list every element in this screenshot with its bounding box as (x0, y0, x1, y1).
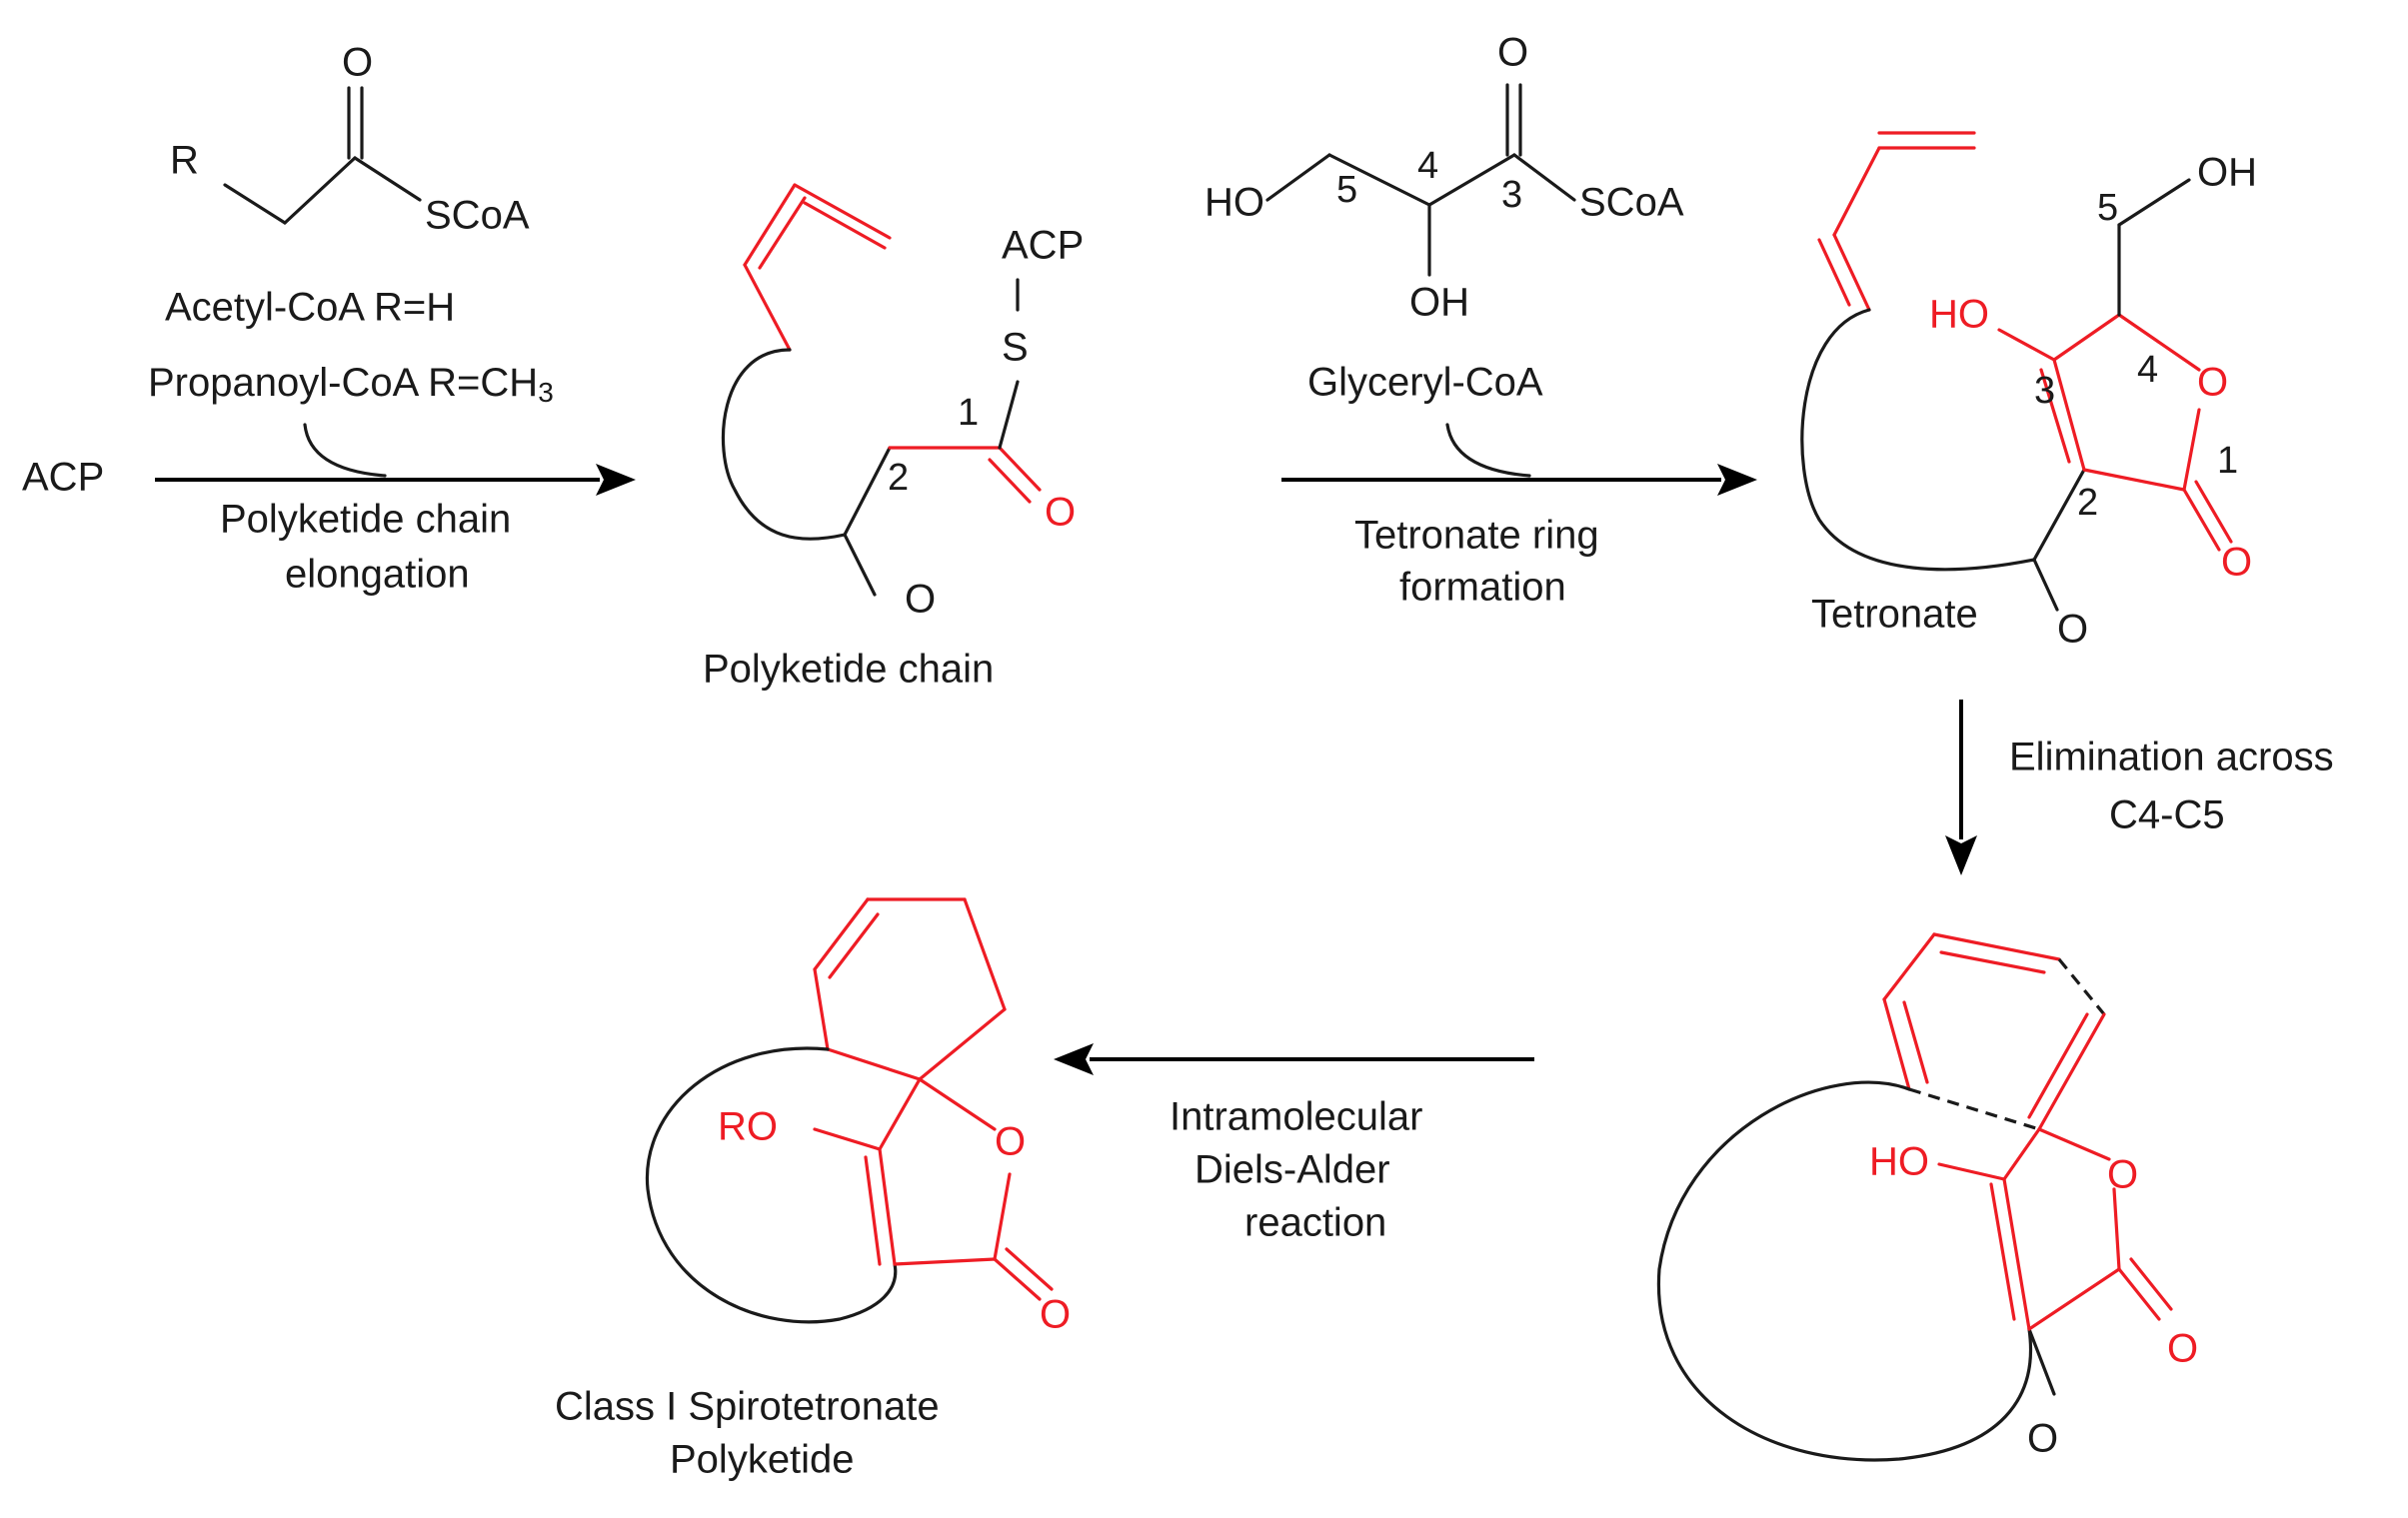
glyceryl-scoa-label: SCoA (1579, 181, 1684, 225)
precursor-ho-label: HO (1869, 1140, 1929, 1184)
polyketide-chain-caption: Polyketide chain (703, 648, 994, 692)
polyketide-ketone-o: O (905, 578, 936, 622)
starter-scoa-label: SCoA (425, 194, 530, 238)
polyketide-acp-label: ACP (1002, 224, 1084, 268)
tetronate-oh-label: OH (2197, 151, 2257, 195)
diels-alder-arrow: Intramolecular Diels-Alder reaction (1054, 1043, 1534, 1245)
tetronate-c2-label: 2 (2077, 482, 2098, 524)
propanoyl-subscript: 3 (538, 377, 554, 408)
acetyl-coa-label: Acetyl-CoA R=H (165, 286, 455, 330)
product-ring-o: O (995, 1120, 1026, 1164)
tetronate-ho-label: HO (1929, 293, 1989, 337)
elimination-step-line2: C4-C5 (2109, 793, 2225, 837)
tetronate-ketone-o: O (2057, 608, 2088, 652)
polyketide-c2-label: 2 (888, 457, 909, 499)
tetronate-ring-o: O (2197, 361, 2228, 405)
glyceryl-c3-label: 3 (1501, 174, 1522, 216)
precursor-ring-o: O (2107, 1153, 2138, 1197)
r-group-label: R (170, 139, 199, 183)
tetronate-c5-label: 5 (2097, 187, 2118, 229)
tetronate-c3-label: 3 (2034, 370, 2055, 412)
precursor-ketone-o: O (2027, 1417, 2058, 1461)
tetronate-step-line1: Tetronate ring (1354, 514, 1599, 558)
polyketide-red-carbonyl-o: O (1045, 491, 1076, 535)
tetronate-step-line2: formation (1399, 566, 1566, 610)
elongation-step-line1: Polyketide chain (220, 498, 511, 542)
diels-alder-step-line3: reaction (1244, 1201, 1386, 1245)
elongation-arrow: ACP Polyketide chain elongation (22, 423, 636, 597)
tetronate-caption: Tetronate (1811, 593, 1978, 637)
tetronate-structure: O Tetronate HO O O OH 5 4 3 1 2 (1800, 131, 2257, 652)
product-carbonyl-o: O (1040, 1293, 1071, 1337)
diels-alder-step-line1: Intramolecular (1170, 1095, 1422, 1139)
glyceryl-carbonyl-o: O (1497, 31, 1528, 75)
elimination-arrow: Elimination across C4-C5 (1945, 700, 2334, 875)
glyceryl-ho-label: HO (1204, 181, 1264, 225)
product-ro-label: RO (718, 1105, 778, 1149)
acp-reactant-label: ACP (22, 456, 104, 500)
starter-carbonyl-o: O (342, 41, 373, 85)
spirotetronate-product-structure: RO O O (645, 897, 1071, 1337)
diels-alder-step-line2: Diels-Alder (1195, 1148, 1390, 1192)
tetronate-carbonyl-o: O (2221, 541, 2252, 585)
product-caption-line1: Class I Spirotetronate (555, 1385, 940, 1429)
starter-acyl-coa: R O SCoA (170, 41, 530, 238)
tetronate-c4-label: 4 (2137, 349, 2158, 391)
polyketide-s-label: S (1002, 326, 1029, 370)
glyceryl-coa-structure: O HO 5 4 3 SCoA OH (1204, 31, 1684, 325)
polyketide-c1-label: 1 (958, 392, 979, 434)
glyceryl-coa-name: Glyceryl-CoA (1307, 361, 1543, 405)
polyketide-chain-structure: O 2 O 1 S ACP Polyketide chain (703, 183, 1084, 692)
elongation-step-line2: elongation (285, 553, 470, 597)
tetronate-c1-label: 1 (2217, 440, 2238, 482)
elimination-step-line1: Elimination across (2009, 736, 2334, 779)
diels-alder-precursor-structure: O HO O O (1656, 932, 2198, 1462)
product-caption-line2: Polyketide (670, 1438, 855, 1482)
propanoyl-coa-label: Propanoyl-CoA R=CH3 (148, 361, 554, 409)
glyceryl-oh-label: OH (1409, 281, 1469, 325)
precursor-carbonyl-o: O (2167, 1327, 2198, 1371)
glyceryl-c4-label: 4 (1417, 145, 1438, 187)
glyceryl-c5-label: 5 (1336, 169, 1357, 211)
tetronate-formation-arrow: Tetronate ring formation (1281, 423, 1757, 610)
